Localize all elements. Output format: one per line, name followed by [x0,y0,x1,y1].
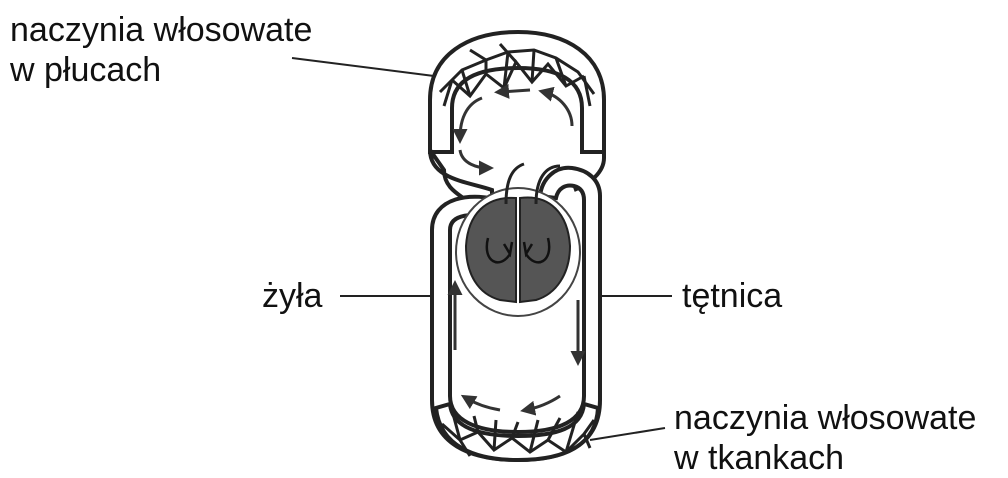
label-tissue-capillaries: naczynia włosowate w tkankach [674,398,976,478]
label-tissue-capillaries-line2: w tkankach [674,438,976,478]
pulmonary-flow-arrows [460,90,572,168]
label-artery: tętnica [682,276,782,316]
label-lung-capillaries: naczynia włosowate w płucach [10,10,312,90]
label-lung-capillaries-line1: naczynia włosowate [10,10,312,50]
label-lung-capillaries-line2: w płucach [10,50,312,90]
leader-lung-capillaries [292,58,434,76]
label-tissue-capillaries-line1: naczynia włosowate [674,398,976,438]
label-vein: żyła [262,276,322,316]
leader-tissue-capillaries [590,428,665,440]
